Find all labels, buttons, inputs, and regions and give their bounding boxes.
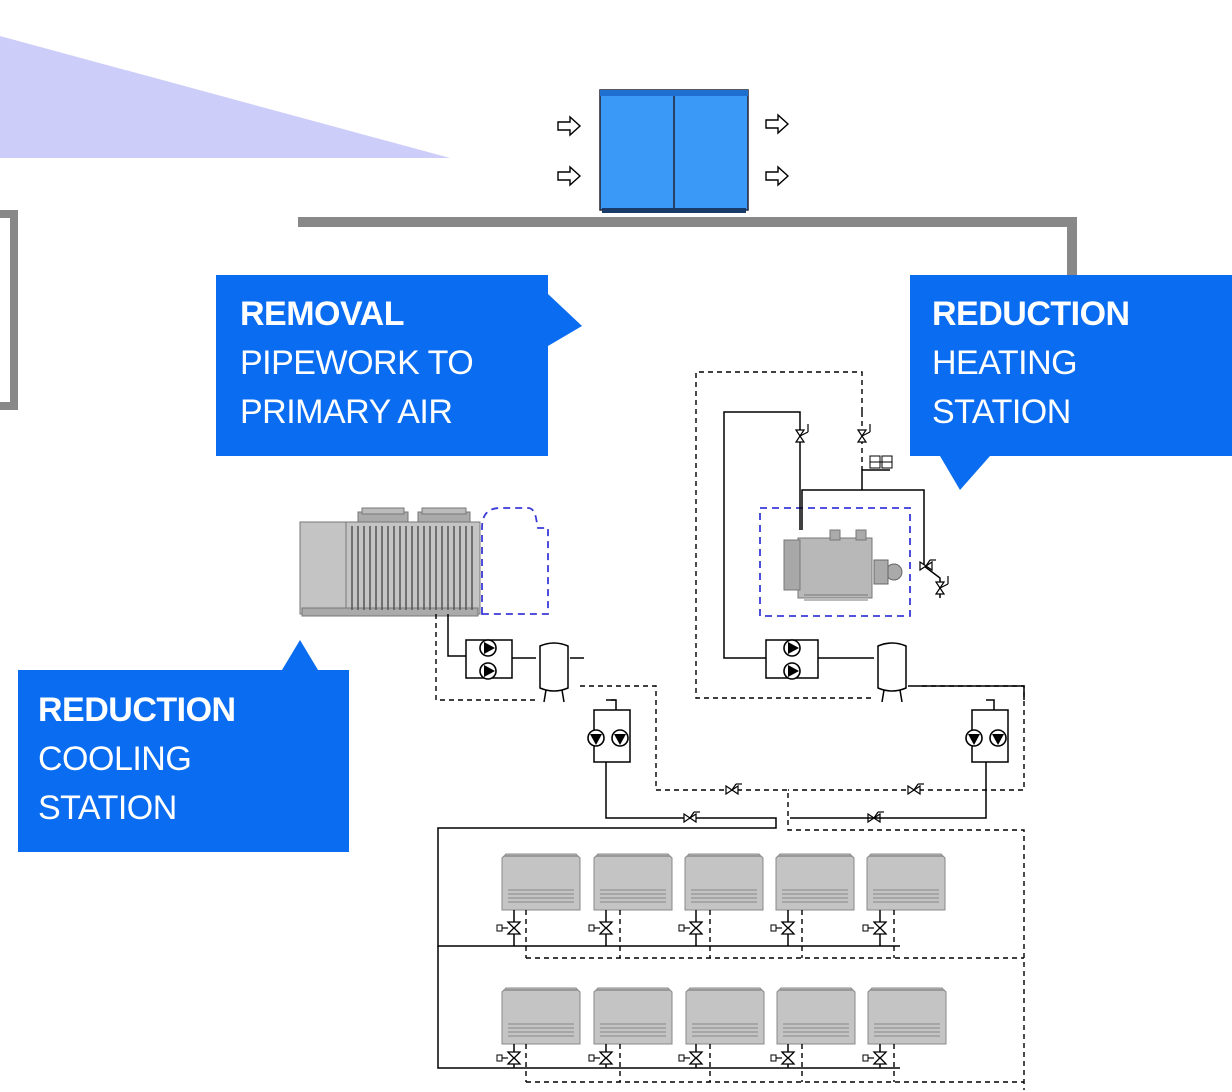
airflow-arrow-icon xyxy=(765,114,789,134)
callout-cooling-line-2: STATION xyxy=(38,789,177,827)
callout-cooling-box xyxy=(18,640,349,852)
fan-coil-unit-icon xyxy=(593,987,673,1045)
callout-removal-title: REMOVAL xyxy=(240,295,404,333)
callout-cooling: REDUCTION COOLING STATION xyxy=(38,686,236,833)
callout-heating-line-1: HEATING xyxy=(932,344,1078,382)
valve-icon xyxy=(588,1051,613,1065)
callout-heating: REDUCTION HEATING STATION xyxy=(932,290,1130,437)
callout-cooling-line-1: COOLING xyxy=(38,740,192,778)
pump-icon xyxy=(783,662,801,680)
air-handling-unit xyxy=(599,89,749,213)
pump-icon xyxy=(479,662,497,680)
callout-heating-line-2: STATION xyxy=(932,393,1071,431)
airflow-arrow-icon xyxy=(557,116,581,136)
expansion-tank-icon xyxy=(877,642,907,703)
valve-icon xyxy=(935,575,949,595)
pump-icon xyxy=(587,729,605,747)
boiler-pipework xyxy=(723,411,1025,819)
pump-icon xyxy=(611,729,629,747)
valve-icon xyxy=(496,921,521,935)
callout-removal: REMOVAL PIPEWORK TO PRIMARY AIR xyxy=(240,290,474,437)
chiller-unit xyxy=(299,507,549,617)
valve-icon xyxy=(588,921,613,935)
pump-icon xyxy=(989,729,1007,747)
callout-cooling-title: REDUCTION xyxy=(38,691,236,729)
valve-icon xyxy=(678,921,703,935)
valve-icon xyxy=(678,1051,703,1065)
fan-coil-unit-icon xyxy=(501,987,581,1045)
gauge-icon xyxy=(869,455,893,469)
primary-air-duct xyxy=(298,217,1077,276)
valve-icon xyxy=(857,423,871,443)
fan-coil-unit-icon xyxy=(593,853,673,911)
valve-icon xyxy=(770,921,795,935)
fan-coil-unit-icon xyxy=(775,853,855,911)
fan-coil-unit-icon xyxy=(866,853,946,911)
valve-icon xyxy=(862,921,887,935)
valve-icon xyxy=(795,423,809,443)
fan-coil-row-2 xyxy=(496,987,1024,1083)
callout-removal-box xyxy=(216,275,582,456)
pump-icon xyxy=(783,639,801,657)
callout-heating-title: REDUCTION xyxy=(932,295,1130,333)
fan-coil-unit-icon xyxy=(685,987,765,1045)
valve-icon xyxy=(725,783,743,795)
fan-coil-unit-icon xyxy=(776,987,856,1045)
fan-coil-unit-icon xyxy=(867,987,947,1045)
pump-icon xyxy=(479,639,497,657)
expansion-tank-icon xyxy=(539,642,569,703)
valve-icon xyxy=(496,1051,521,1065)
fan-coil-row-1 xyxy=(496,853,1024,959)
pump-icon xyxy=(965,729,983,747)
callout-removal-line-1: PIPEWORK TO xyxy=(240,344,474,382)
chiller-dashed-return xyxy=(435,614,1025,1090)
valve-icon xyxy=(683,811,701,823)
airflow-arrow-icon xyxy=(765,166,789,186)
ceiling-wedge xyxy=(0,36,450,158)
callout-heating-box xyxy=(910,275,1232,490)
fan-coil-unit-icon xyxy=(501,853,581,911)
valve-icon xyxy=(867,811,885,823)
callout-removal-line-2: PRIMARY AIR xyxy=(240,393,453,431)
valve-icon xyxy=(907,783,925,795)
fan-coil-unit-icon xyxy=(684,853,764,911)
boiler-unit xyxy=(759,507,911,617)
valve-icon xyxy=(770,1051,795,1065)
left-duct xyxy=(0,210,18,410)
valve-icon xyxy=(862,1051,887,1065)
airflow-arrow-icon xyxy=(557,166,581,186)
